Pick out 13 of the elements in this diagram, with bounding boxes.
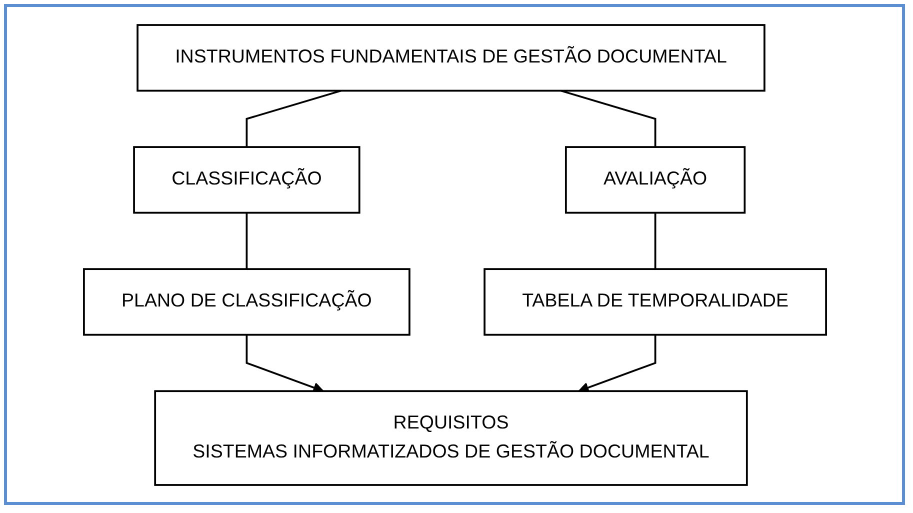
node-box bbox=[154, 390, 748, 486]
connector bbox=[245, 89, 341, 147]
node-box bbox=[82, 268, 410, 336]
arrow bbox=[578, 334, 656, 392]
connector bbox=[654, 212, 656, 269]
frame-border: INSTRUMENTOS FUNDAMENTAIS DE GESTÃO DOCUMENTAL CLASSIFICAÇÃO AVALIAÇÃO PLANO DE CLASSIFICAÇÃO TABELA DE TEMPORALIDADE REQUISITOS SISTEMAS INFORMATIZADOS DE GESTÃO DOCUMENTAL bbox=[4, 4, 905, 505]
arrow bbox=[245, 334, 324, 392]
connector bbox=[245, 212, 248, 269]
node-box bbox=[483, 268, 826, 336]
node-box bbox=[136, 24, 765, 92]
node-box bbox=[132, 146, 360, 214]
node-box bbox=[564, 146, 746, 214]
connector bbox=[560, 89, 656, 147]
